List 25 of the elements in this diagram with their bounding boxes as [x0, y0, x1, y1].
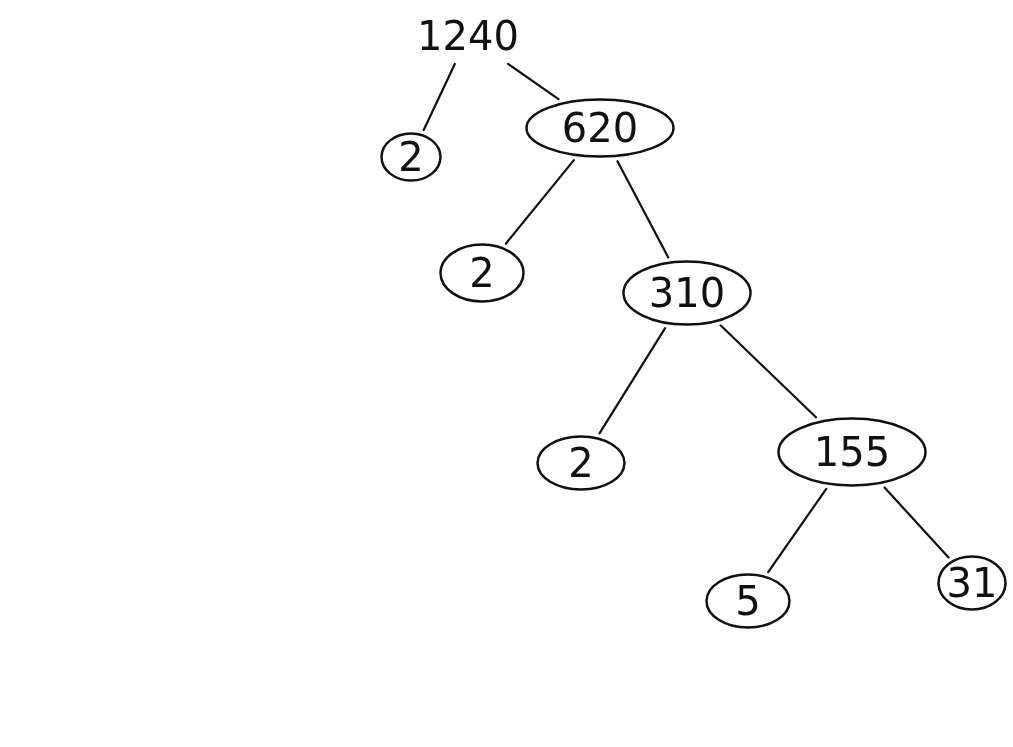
factor-ellipse — [622, 260, 752, 326]
connector-line — [504, 159, 575, 245]
factor-ellipse — [777, 417, 927, 487]
connector-line — [616, 160, 670, 259]
connector-line — [719, 324, 818, 419]
connector-line — [422, 62, 456, 132]
number-text: 2 — [568, 443, 594, 483]
connector-line — [883, 486, 950, 559]
number-text: 5 — [735, 581, 761, 621]
factor-ellipse — [937, 555, 1007, 611]
connector-line — [767, 487, 828, 574]
number-text: 620 — [561, 108, 639, 148]
number-text: 2 — [398, 137, 424, 177]
number-text: 2 — [469, 253, 495, 293]
connector-line — [598, 327, 667, 435]
connector-line — [507, 62, 560, 101]
number-text: 1240 — [417, 16, 519, 56]
factor-ellipse — [525, 98, 675, 158]
factor-ellipse — [705, 573, 791, 629]
factor-ellipse — [439, 243, 525, 303]
number-text: 31 — [946, 563, 998, 603]
factor-ellipse — [536, 435, 626, 491]
number-text: 310 — [648, 273, 726, 313]
factor-ellipse — [380, 132, 442, 182]
number-text: 155 — [813, 432, 891, 472]
